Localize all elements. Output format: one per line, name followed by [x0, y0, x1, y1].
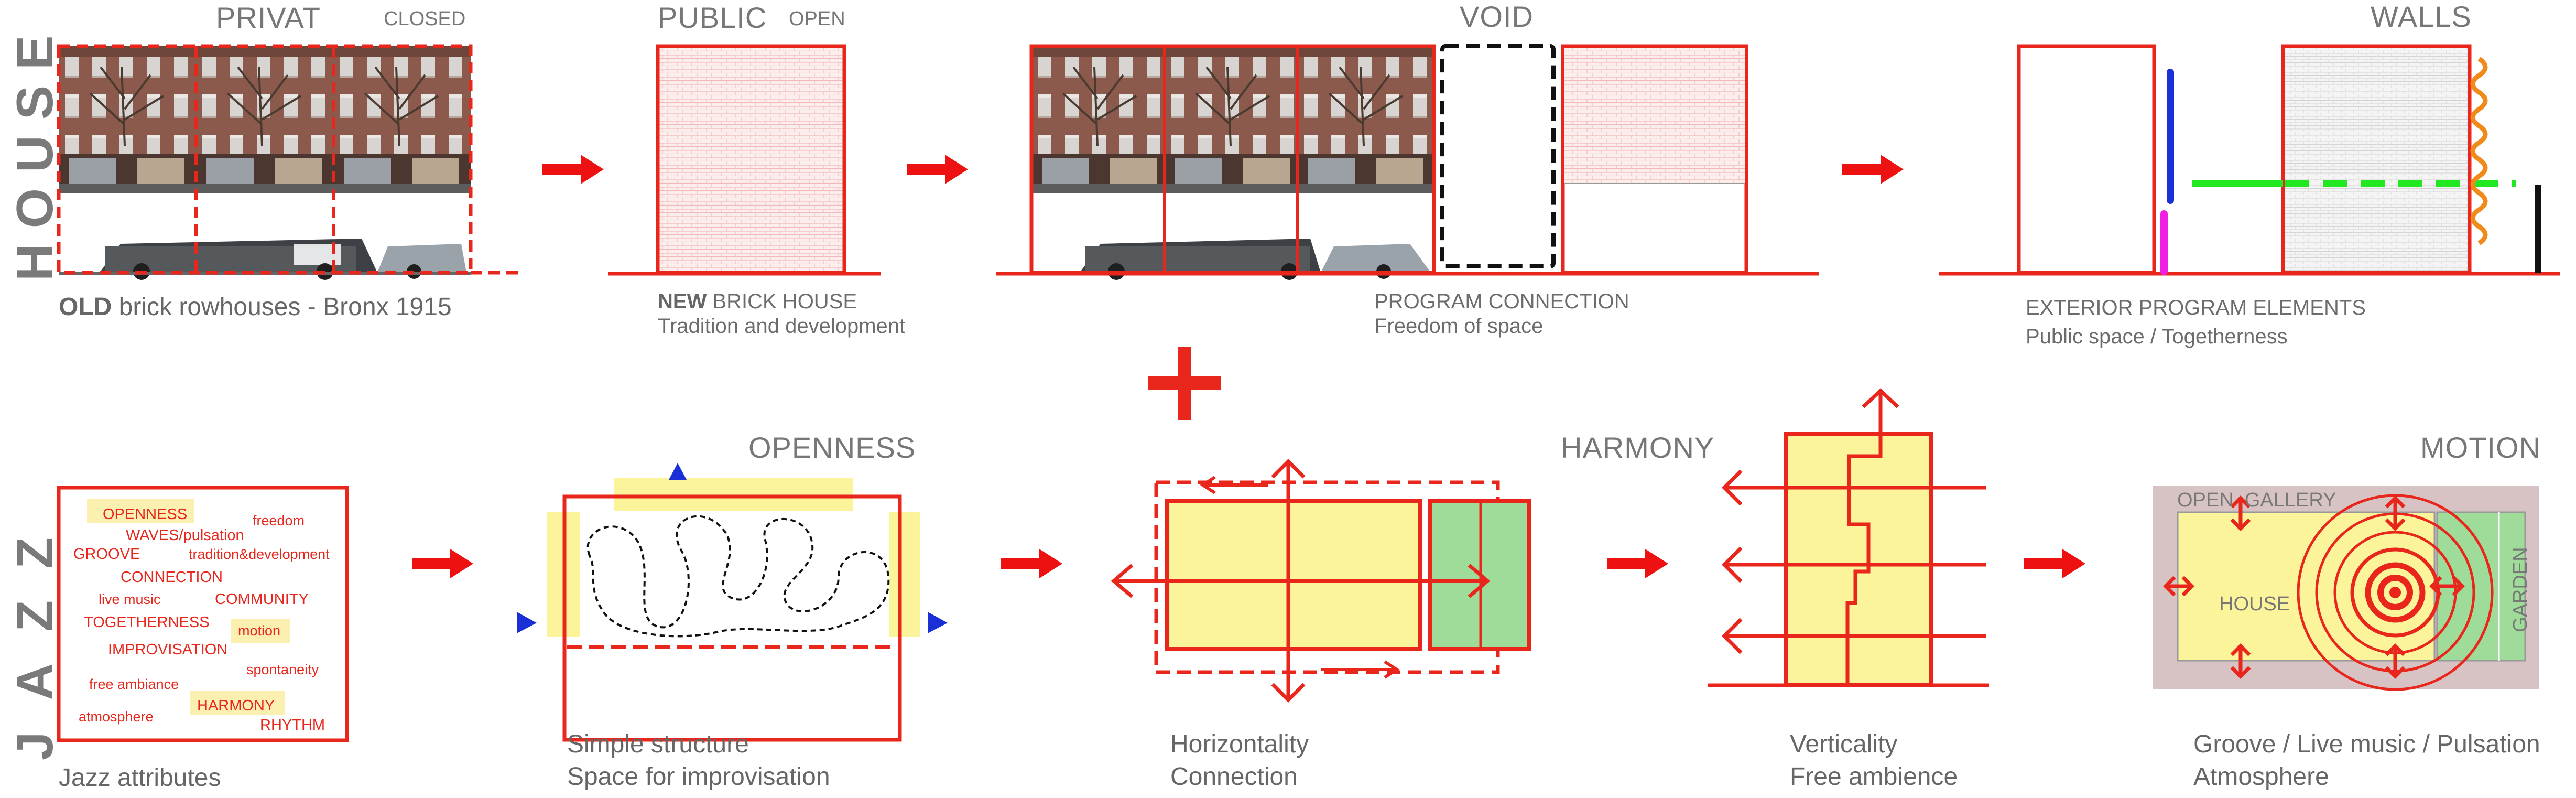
- privat-caption: OLD brick rowhouses - Bronx 1915: [59, 295, 452, 320]
- jazz-word: freedom: [253, 513, 305, 529]
- jazz-attributes-caption: Jazz attributes: [59, 764, 221, 792]
- void-title: VOID: [1460, 0, 1534, 33]
- motion-arrows: [2163, 495, 2465, 679]
- triangle-icon: [669, 463, 687, 480]
- public-caption-line2: Tradition and development: [658, 315, 906, 338]
- privat-tag: CLOSED: [384, 8, 466, 30]
- improvisation-path: [586, 515, 890, 638]
- privat-caption-bold: OLD: [59, 293, 112, 321]
- pulse-center-icon: [2389, 587, 2401, 598]
- new-brick-house: [656, 44, 846, 275]
- openness-structure: [562, 494, 902, 742]
- privat-photo: [58, 45, 472, 280]
- jazz-word: tradition&development: [189, 546, 330, 562]
- walls-title: WALLS: [2371, 0, 2472, 33]
- jazz-word: GROOVE: [73, 546, 140, 563]
- jazz-word: live music: [99, 591, 161, 607]
- jazz-word: RHYTHM: [260, 717, 325, 734]
- jazz-word: COMMUNITY: [215, 591, 309, 608]
- public-caption: NEW BRICK HOUSE: [658, 291, 857, 312]
- jazz-word: spontaneity: [246, 662, 319, 677]
- privat-title: PRIVAT: [216, 1, 321, 34]
- jazz-word: OPENNESS: [103, 506, 187, 523]
- verticality-yellow-box: [1784, 432, 1933, 687]
- harmony-caption-line1: Verticality: [1790, 730, 1898, 758]
- harmony-caption-line2: Free ambience: [1790, 763, 1958, 791]
- jazz-word: motion: [238, 623, 280, 639]
- public-tag: OPEN: [789, 8, 845, 30]
- triangle-icon: [517, 612, 537, 633]
- openness-caption-line2: Space for improvisation: [567, 763, 830, 791]
- motion-caption-line1: Groove / Live music / Pulsation: [2193, 730, 2540, 758]
- walls-caption-line2: Public space / Togetherness: [2026, 325, 2288, 348]
- house-label: HOUSE: [2219, 593, 2290, 615]
- arrow-right-icon: [412, 549, 473, 578]
- jazz-word: IMPROVISATION: [108, 641, 227, 658]
- orange-wave-element: [2470, 57, 2488, 245]
- openness-caption-line1: Simple structure: [567, 730, 749, 758]
- openness-title: OPENNESS: [748, 431, 916, 464]
- arrow-right-icon: [542, 155, 604, 184]
- triangle-icon: [928, 612, 948, 633]
- jazz-word: WAVES/pulsation: [126, 527, 244, 544]
- arrow-right-icon: [1001, 549, 1062, 578]
- public-title: PUBLIC: [658, 1, 767, 34]
- jazz-word: free ambiance: [89, 676, 179, 692]
- void-caption-line2: Freedom of space: [1374, 315, 1544, 338]
- horizontality-caption-line1: Horizontality: [1170, 730, 1309, 758]
- privat-caption-text: brick rowhouses - Bronx 1915: [112, 293, 452, 321]
- open-gallery-label: OPEN GALLERY: [2177, 489, 2336, 511]
- plus-icon: [1178, 347, 1191, 420]
- public-caption-text: BRICK HOUSE: [707, 290, 857, 313]
- harmony-title: HARMONY: [1561, 431, 1715, 464]
- arrow-right-icon: [1842, 155, 1904, 184]
- arrow-right-icon: [2024, 549, 2085, 578]
- void-caption-line1: PROGRAM CONNECTION: [1374, 290, 1629, 313]
- void-photo: [1030, 45, 1436, 280]
- arrow-right-icon: [907, 155, 968, 184]
- walls-caption-line1: EXTERIOR PROGRAM ELEMENTS: [2026, 296, 2366, 319]
- jazz-word: atmosphere: [79, 709, 154, 725]
- row-label-house: HOUSE: [6, 19, 63, 281]
- garden-label: GARDEN: [2509, 547, 2531, 632]
- jazz-word: HARMONY: [197, 697, 275, 714]
- connection-yellow-box: [1165, 499, 1422, 651]
- motion-caption-line2: Atmosphere: [2193, 763, 2329, 791]
- arrow-right-icon: [1607, 549, 1668, 578]
- jazz-word: CONNECTION: [121, 569, 223, 586]
- void-dashed-box: [1440, 44, 1556, 268]
- motion-title: MOTION: [2420, 431, 2541, 464]
- jazz-word: TOGETHERNESS: [84, 614, 210, 631]
- row-label-jazz: JAZZ: [6, 506, 63, 760]
- horizontality-caption-line2: Connection: [1170, 763, 1298, 791]
- public-caption-bold: NEW: [658, 290, 707, 313]
